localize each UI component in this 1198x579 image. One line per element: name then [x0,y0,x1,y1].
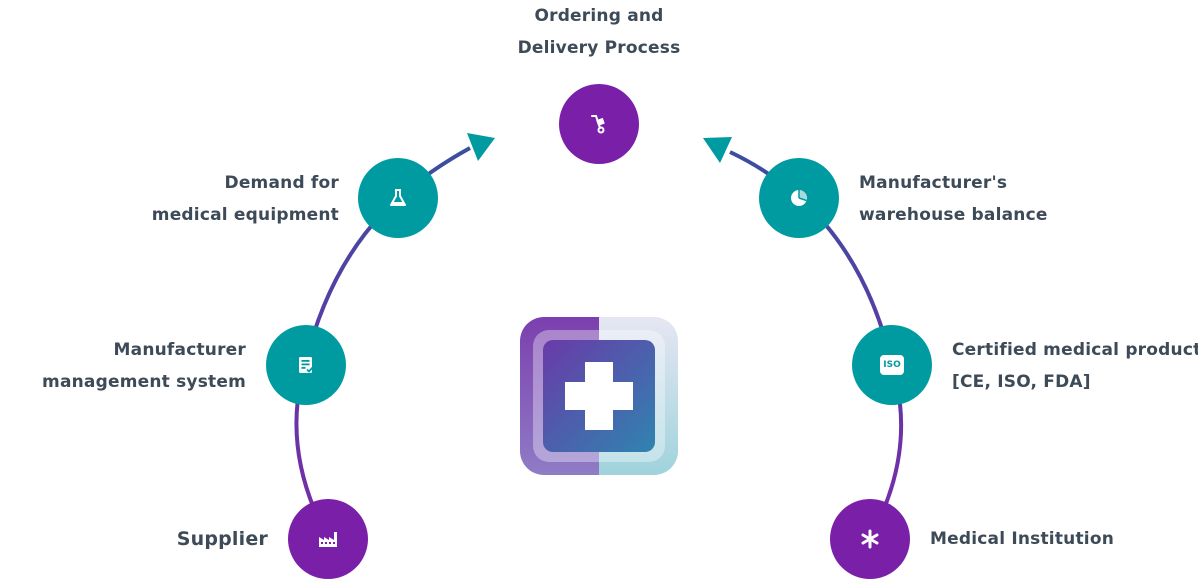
warehouse-label: Manufacturer's warehouse balance [859,173,1048,225]
iso-badge-icon: ISO [880,355,904,375]
management-node[interactable] [266,325,346,405]
pie-chart-icon [791,190,807,206]
center-medical-logo [520,317,678,475]
factory-icon [319,532,337,547]
ordering-label: Ordering and Delivery Process [517,6,681,58]
document-check-icon [299,357,314,373]
management-label: Manufacturer management system [42,340,246,392]
certified-label: Certified medical products [CE, ISO, FDA… [952,340,1198,392]
right-arrowhead [703,137,732,163]
left-arrowhead [467,133,495,161]
institution-node[interactable] [830,499,910,579]
medical-cross-icon [520,317,678,475]
institution-label: Medical Institution [930,529,1115,549]
asterisk-icon [861,529,879,549]
hand-truck-icon [591,115,605,134]
demand-node[interactable] [358,158,438,238]
ordering-node[interactable] [559,84,639,164]
supplier-node[interactable] [288,499,368,579]
warehouse-node[interactable] [759,158,839,238]
certified-node[interactable]: ISO [852,325,932,405]
supplier-label: Supplier [176,528,268,550]
flask-icon [390,189,406,206]
demand-label: Demand for medical equipment [151,173,339,225]
